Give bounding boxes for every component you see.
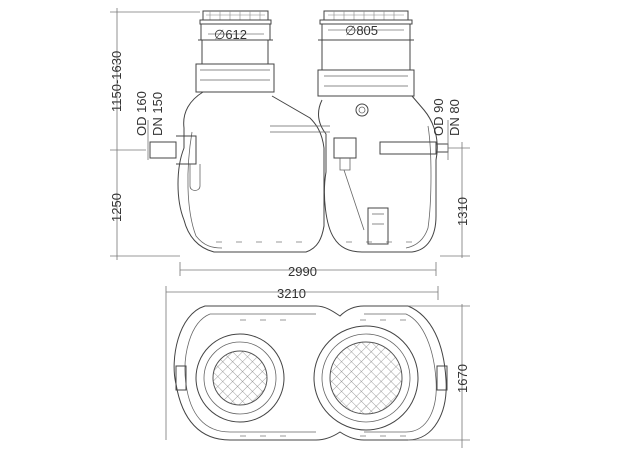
left-neck	[195, 24, 275, 93]
outlet-pipe	[333, 103, 449, 245]
top-length-label: 3210	[277, 286, 306, 301]
pump-icon	[367, 207, 389, 245]
side-length-label: 2990	[288, 264, 317, 279]
outlet-dn-label: DN 80	[447, 99, 462, 136]
right-chamber-body	[318, 95, 438, 253]
left-cover	[202, 10, 269, 21]
right-cover	[323, 10, 409, 21]
right-manhole-ring	[313, 325, 419, 431]
inlet-pipe	[149, 135, 201, 191]
left-chamber-body	[177, 91, 325, 253]
cover-left-diameter: ∅612	[214, 27, 247, 42]
outlet-od-label: OD 90	[431, 98, 446, 136]
inlet-od-label: OD 160	[134, 91, 149, 136]
outlet-height-label: 1310	[455, 197, 470, 226]
inlet-dn-label: DN 150	[150, 92, 165, 136]
right-neck	[317, 24, 415, 97]
top-width-label: 1670	[455, 364, 470, 393]
dimension-lines	[110, 8, 470, 448]
neck-height-label: 1150-1630	[109, 51, 124, 112]
left-manhole-ring	[195, 333, 285, 423]
left-cover-grate	[212, 350, 268, 406]
top-view	[173, 305, 448, 441]
cover-right-diameter: ∅805	[345, 23, 378, 38]
right-cover-grate	[329, 341, 403, 415]
pump-sensor-icon	[355, 103, 369, 117]
chamber-bridge	[270, 125, 330, 133]
lower-height-label: 1250	[109, 193, 124, 222]
side-view	[149, 10, 449, 253]
